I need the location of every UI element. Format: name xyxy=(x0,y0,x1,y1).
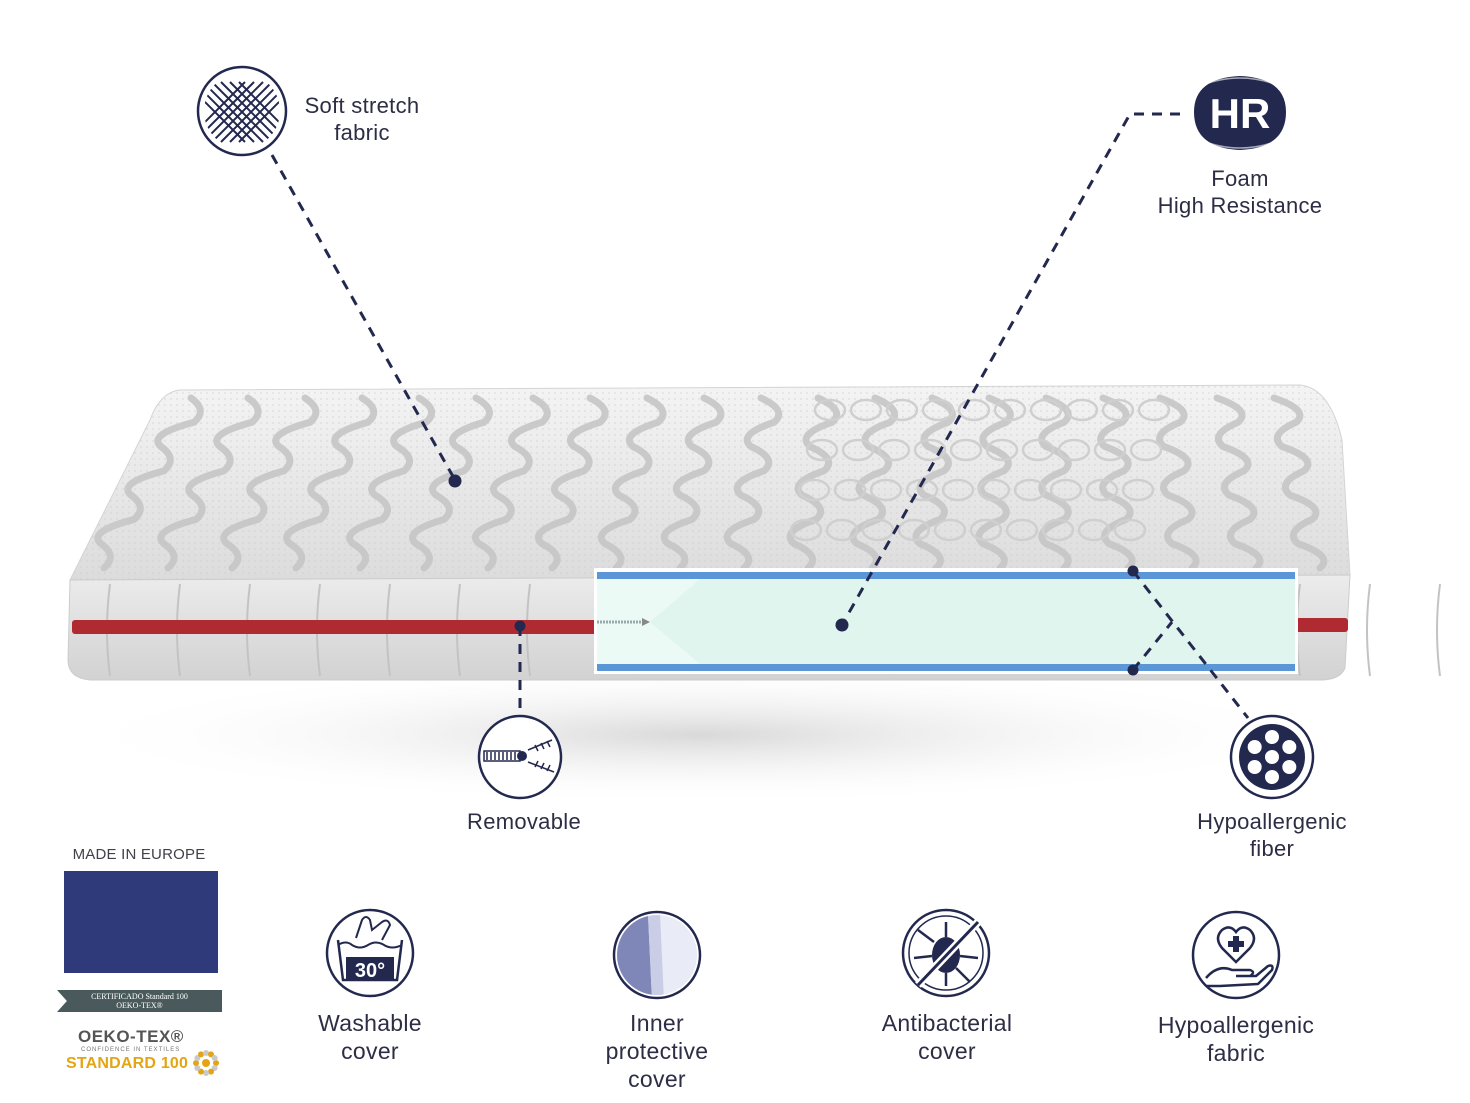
quilt-circle xyxy=(841,438,875,462)
quilt-circle xyxy=(1085,478,1119,502)
washable-temp-text: 30° xyxy=(355,960,385,982)
quilt-line xyxy=(94,394,204,572)
oeko-tex-standard: STANDARD 100 xyxy=(66,1055,189,1072)
quilt-circle xyxy=(941,478,975,502)
removable-label: Removable xyxy=(467,809,581,834)
quilt-circle xyxy=(949,438,983,462)
quilt-circle xyxy=(825,518,859,542)
quilt-line xyxy=(786,394,841,572)
quilt-circle xyxy=(1021,438,1055,462)
foam-cutaway xyxy=(594,568,1298,674)
callout-dot-fabric xyxy=(448,474,462,488)
quilt-circle xyxy=(833,478,867,502)
red-piping-left xyxy=(72,620,602,634)
quilt-line xyxy=(283,394,378,572)
quilt-circle xyxy=(913,438,947,462)
washable-30-icon: 30° xyxy=(325,908,415,998)
callout-dot-fiber-top xyxy=(1127,565,1139,577)
quilt-line xyxy=(472,394,551,572)
fabric-weave-icon xyxy=(196,65,288,157)
antibacterial-icon xyxy=(901,908,991,998)
quilt-circle xyxy=(957,398,991,422)
quilt-line xyxy=(723,394,783,572)
quilt-circle xyxy=(1093,438,1127,462)
red-piping-right xyxy=(1292,618,1348,632)
mattress-shadow xyxy=(60,665,1340,805)
quilt-line xyxy=(157,394,262,572)
oeko-tex-subtitle: CONFIDENCE IN TEXTILES xyxy=(81,1047,181,1053)
quilt-circle xyxy=(861,518,895,542)
quilt-line xyxy=(1097,394,1136,572)
quilt-line xyxy=(1038,394,1072,572)
circle-quilting xyxy=(789,398,1171,542)
quilt-circle xyxy=(805,438,839,462)
quilt-line xyxy=(597,394,667,572)
quilting-pattern xyxy=(94,394,1328,572)
zipper-icon xyxy=(477,714,563,800)
callout-dot-foam xyxy=(835,618,849,632)
quilt-circle xyxy=(969,518,1003,542)
side-rib xyxy=(1436,583,1441,677)
feature-washable-label: Washable cover xyxy=(318,1010,422,1064)
cert-line-1: CERTIFICADO Standard 100 xyxy=(91,992,188,1001)
quilt-circle xyxy=(877,438,911,462)
eu-flag xyxy=(64,871,218,973)
quilt-circle xyxy=(1005,518,1039,542)
quilt-circle xyxy=(1121,478,1155,502)
hypoallergenic-hand-icon xyxy=(1191,910,1281,1000)
quilt-circle xyxy=(1049,478,1083,502)
callout-dot-fiber-bottom xyxy=(1127,664,1139,676)
quilt-circle xyxy=(1065,398,1099,422)
made-in-europe-title: MADE IN EUROPE xyxy=(72,846,206,863)
quilt-line xyxy=(1156,394,1200,572)
feature-hypo-fabric-label: Hypoallergenic fabric xyxy=(1157,1012,1315,1066)
quilt-line xyxy=(409,394,493,572)
hr-badge-icon: HR xyxy=(1194,76,1286,150)
oeko-tex-title: OEKO-TEX® xyxy=(78,1027,184,1046)
quilt-line xyxy=(660,394,725,572)
soft-stretch-label: Soft stretch fabric xyxy=(304,93,420,145)
hypo-fiber-label: Hypoallergenic fiber xyxy=(1197,809,1347,861)
quilt-circle xyxy=(813,398,847,422)
quilt-circle xyxy=(1101,398,1135,422)
foam-label: Foam High Resistance xyxy=(1157,166,1323,218)
quilt-circle xyxy=(1013,478,1047,502)
quilt-line xyxy=(220,394,320,572)
quilt-circle xyxy=(1077,518,1111,542)
cert-bar: CERTIFICADO Standard 100 OEKO-TEX® xyxy=(57,990,222,1012)
quilt-circle xyxy=(985,438,1019,462)
quilt-circle xyxy=(1113,518,1147,542)
hr-badge-text: HR xyxy=(1210,90,1271,137)
feature-inner-cover-label: Inner protective cover xyxy=(605,1010,709,1092)
quilt-circle xyxy=(849,398,883,422)
quilt-line xyxy=(1270,394,1328,572)
fiber-bundle-icon xyxy=(1229,714,1315,800)
inner-cover-icon xyxy=(612,910,702,1000)
quilt-circle xyxy=(885,398,919,422)
quilt-circle xyxy=(1129,438,1163,462)
callout-dot-zip xyxy=(514,620,526,632)
quilt-circle xyxy=(1137,398,1171,422)
quilt-line xyxy=(534,394,609,572)
side-rib xyxy=(1366,583,1371,677)
oeko-flower-icon xyxy=(193,1050,219,1076)
quilt-circle xyxy=(921,398,955,422)
quilt-circle xyxy=(797,478,831,502)
quilt-circle xyxy=(933,518,967,542)
quilt-line xyxy=(346,394,436,572)
quilt-circle xyxy=(789,518,823,542)
quilt-circle xyxy=(993,398,1027,422)
quilt-circle xyxy=(1057,438,1091,462)
quilt-circle xyxy=(1041,518,1075,542)
quilt-circle xyxy=(977,478,1011,502)
quilt-circle xyxy=(869,478,903,502)
cert-line-2: OEKO-TEX® xyxy=(116,1001,163,1010)
quilt-line xyxy=(1213,394,1264,572)
callout-lines xyxy=(270,112,1250,719)
quilt-circle xyxy=(1029,398,1063,422)
quilt-circle xyxy=(897,518,931,542)
quilt-circle xyxy=(905,478,939,502)
feature-antibacterial-label: Antibacterial cover xyxy=(881,1010,1013,1064)
